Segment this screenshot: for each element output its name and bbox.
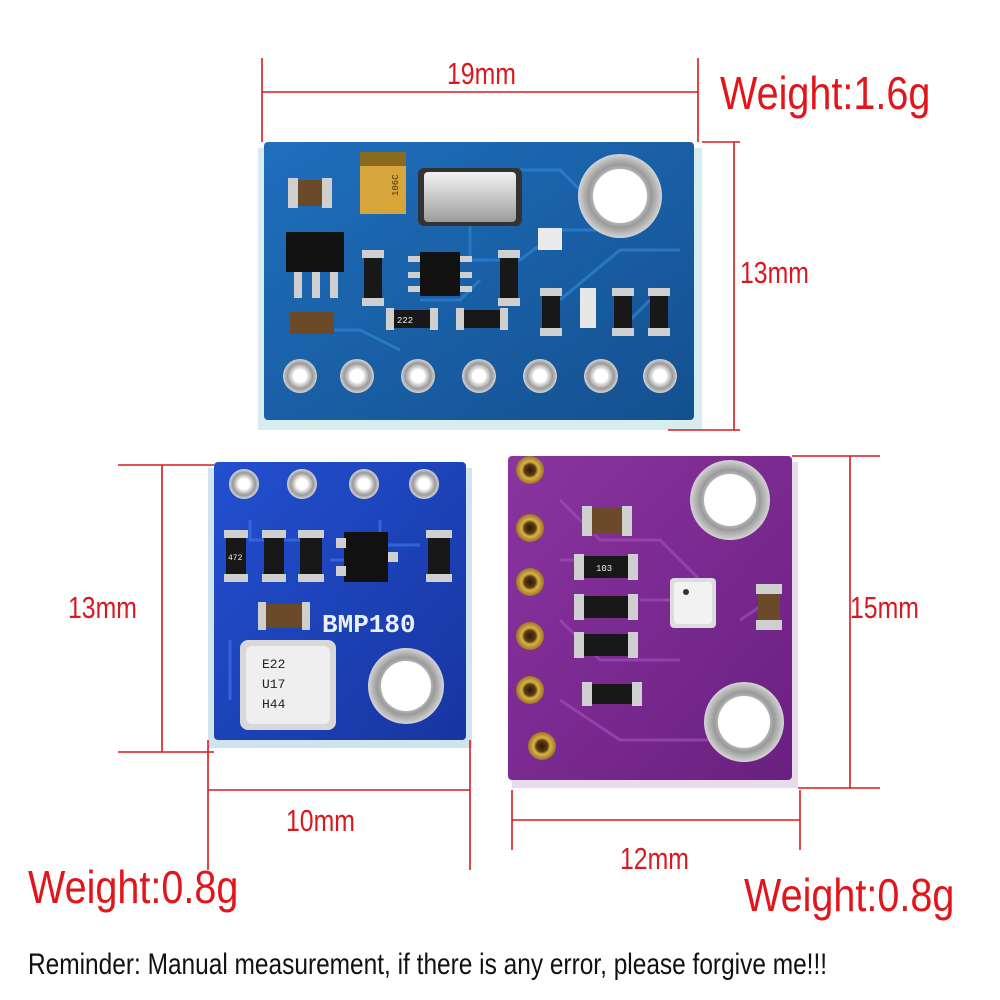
bmp180-header-pads — [229, 469, 439, 499]
resistor-marking-purple: 103 — [596, 564, 612, 574]
top-board-width-label: 19mm — [447, 56, 516, 91]
purple-board: 103 — [508, 456, 798, 788]
cap-marking: 106C — [391, 174, 401, 196]
bmp180-width-label: 10mm — [286, 803, 355, 838]
resistor-marking: 222 — [397, 316, 413, 326]
chip-marking-3: H44 — [262, 697, 286, 712]
bmp180-board: 472 BMP180 E22 U17 H44 — [208, 462, 472, 748]
purple-header-pads — [516, 456, 556, 760]
bmp180-weight-label: Weight:0.8g — [28, 861, 239, 913]
top-header-pads — [283, 359, 677, 393]
purple-height-label: 15mm — [850, 590, 919, 625]
top-board-height-label: 13mm — [740, 255, 809, 290]
chip-marking-1: E22 — [262, 657, 285, 672]
dimension-lines — [118, 58, 880, 870]
bmp180-silkscreen: BMP180 — [322, 610, 416, 640]
resistor-marking-bmp: 472 — [228, 554, 243, 563]
chip-marking-2: U17 — [262, 677, 285, 692]
purple-width-label: 12mm — [620, 841, 689, 876]
top-board-weight-label: Weight:1.6g — [720, 67, 931, 119]
reminder-text: Reminder: Manual measurement, if there i… — [28, 948, 828, 981]
bmp180-height-label: 13mm — [68, 590, 137, 625]
purple-weight-label: Weight:0.8g — [744, 869, 955, 921]
top-sensor-board: 106C — [258, 142, 702, 430]
